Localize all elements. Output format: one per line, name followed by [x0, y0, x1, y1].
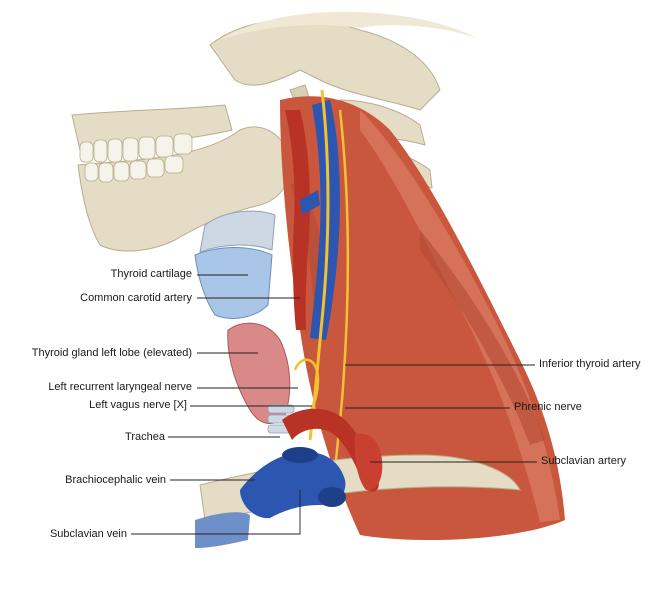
teeth: [79, 133, 193, 183]
leader-lines: [131, 274, 537, 535]
thyroid-cartilage-shape: [194, 247, 273, 319]
label-phrenic-nerve: Phrenic nerve: [514, 401, 582, 413]
label-subclavian-vein: Subclavian vein: [49, 528, 127, 540]
label-subclavian-artery: Subclavian artery: [541, 455, 626, 467]
label-left-recurrent-laryngeal-nerve: Left recurrent laryngeal nerve: [48, 381, 192, 393]
label-thyroid-cartilage: Thyroid cartilage: [110, 268, 192, 280]
label-inferior-thyroid-artery: Inferior thyroid artery: [539, 358, 641, 370]
vagus-nerve-shape: [308, 89, 330, 441]
label-common-carotid-artery: Common carotid artery: [80, 292, 192, 304]
label-left-vagus-nerve: Left vagus nerve [X]: [89, 399, 187, 411]
subclavian-artery-shape: [282, 408, 379, 492]
subclavian-vein-shape: [195, 512, 250, 548]
common-carotid-shape: [285, 110, 310, 330]
brachiocephalic-vein-shape: [240, 451, 346, 519]
mandible: [77, 126, 291, 252]
label-trachea: Trachea: [125, 431, 165, 443]
label-brachiocephalic-vein: Brachiocephalic vein: [65, 474, 166, 486]
jugular-vein-shape: [310, 100, 340, 340]
label-thyroid-gland-left-lobe: Thyroid gland left lobe (elevated): [31, 347, 192, 359]
